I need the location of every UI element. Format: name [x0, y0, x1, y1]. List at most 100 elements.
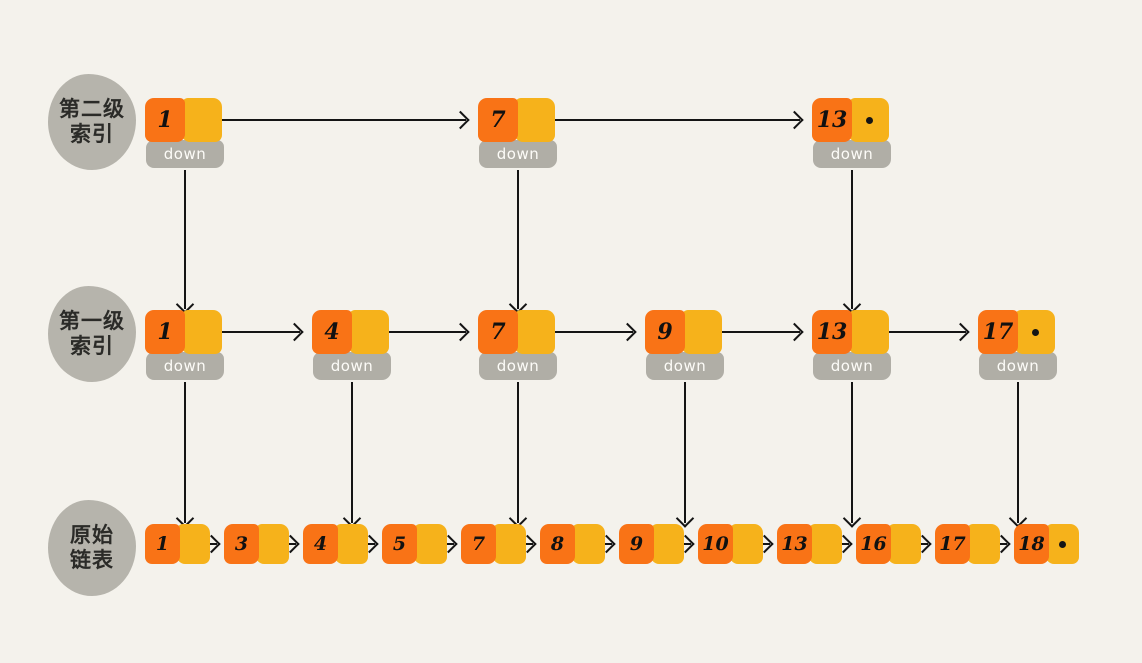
- row-label-line2: 链表: [70, 548, 114, 572]
- node-next-pointer: [682, 310, 722, 354]
- node-value: 1: [145, 524, 180, 564]
- down-link-arrow: [351, 382, 353, 523]
- node-value: 1: [145, 310, 185, 354]
- down-box[interactable]: down: [979, 352, 1057, 380]
- node-level-1-13[interactable]: 13: [812, 310, 889, 354]
- node-level-1-4[interactable]: 4: [312, 310, 389, 354]
- node-null-pointer: [1046, 524, 1079, 564]
- down-link-arrow: [517, 170, 519, 309]
- down-link-arrow: [1017, 382, 1019, 523]
- down-box[interactable]: down: [146, 352, 224, 380]
- node-value: 3: [224, 524, 259, 564]
- node-value: 9: [619, 524, 654, 564]
- node-level-base-17[interactable]: 17: [935, 524, 1000, 564]
- row-label-line2: 索引: [70, 334, 114, 358]
- row-label-line1: 第二级: [59, 97, 125, 122]
- node-value: 7: [478, 98, 518, 142]
- row-label-level-1: 第一级索引: [48, 286, 136, 382]
- node-next-pointer: [515, 98, 555, 142]
- down-box[interactable]: down: [646, 352, 724, 380]
- node-level-2-13[interactable]: 13: [812, 98, 889, 142]
- node-level-base-10[interactable]: 10: [698, 524, 763, 564]
- node-value: 5: [382, 524, 417, 564]
- row-label-line1: 第一级: [59, 309, 125, 334]
- next-pointer-arrow: [864, 331, 966, 333]
- next-pointer-arrow: [364, 331, 466, 333]
- node-level-2-7[interactable]: 7: [478, 98, 555, 142]
- down-link-arrow: [851, 170, 853, 309]
- node-level-base-18[interactable]: 18: [1014, 524, 1079, 564]
- next-pointer-arrow: [530, 331, 633, 333]
- node-value: 9: [645, 310, 685, 354]
- node-value: 4: [303, 524, 338, 564]
- node-level-base-4[interactable]: 4: [303, 524, 368, 564]
- node-next-pointer: [182, 310, 222, 354]
- node-value: 7: [478, 310, 518, 354]
- down-box[interactable]: down: [146, 140, 224, 168]
- node-value: 7: [461, 524, 496, 564]
- row-label-level-2: 第二级索引: [48, 74, 136, 170]
- next-pointer-arrow: [197, 331, 300, 333]
- down-link-arrow: [184, 382, 186, 523]
- node-level-base-9[interactable]: 9: [619, 524, 684, 564]
- node-next-pointer: [349, 310, 389, 354]
- node-next-pointer: [335, 524, 368, 564]
- node-level-base-5[interactable]: 5: [382, 524, 447, 564]
- down-box[interactable]: down: [479, 140, 557, 168]
- node-level-base-13[interactable]: 13: [777, 524, 842, 564]
- node-next-pointer: [182, 98, 222, 142]
- down-box[interactable]: down: [813, 140, 891, 168]
- node-next-pointer: [967, 524, 1000, 564]
- row-label-level-base: 原始链表: [48, 500, 136, 596]
- next-pointer-arrow: [530, 119, 800, 121]
- node-level-1-1[interactable]: 1: [145, 310, 222, 354]
- node-level-2-1[interactable]: 1: [145, 98, 222, 142]
- down-link-arrow: [851, 382, 853, 523]
- node-next-pointer: [849, 310, 889, 354]
- null-dot-icon: [1059, 540, 1066, 548]
- down-link-arrow: [684, 382, 686, 523]
- null-dot-icon: [1031, 328, 1039, 336]
- node-next-pointer: [515, 310, 555, 354]
- node-value: 10: [698, 524, 733, 564]
- node-level-base-7[interactable]: 7: [461, 524, 526, 564]
- node-next-pointer: [493, 524, 526, 564]
- node-next-pointer: [177, 524, 210, 564]
- down-box[interactable]: down: [313, 352, 391, 380]
- node-value: 13: [812, 98, 852, 142]
- node-next-pointer: [414, 524, 447, 564]
- node-value: 18: [1014, 524, 1049, 564]
- node-level-1-9[interactable]: 9: [645, 310, 722, 354]
- node-value: 13: [777, 524, 812, 564]
- row-label-line1: 原始: [70, 523, 114, 548]
- node-value: 17: [935, 524, 970, 564]
- node-value: 4: [312, 310, 352, 354]
- down-link-arrow: [184, 170, 186, 309]
- down-link-arrow: [517, 382, 519, 523]
- node-level-1-17[interactable]: 17: [978, 310, 1055, 354]
- next-pointer-arrow: [197, 119, 466, 121]
- down-box[interactable]: down: [813, 352, 891, 380]
- node-level-base-16[interactable]: 16: [856, 524, 921, 564]
- node-next-pointer: [572, 524, 605, 564]
- node-level-base-8[interactable]: 8: [540, 524, 605, 564]
- down-box[interactable]: down: [479, 352, 557, 380]
- node-value: 13: [812, 310, 852, 354]
- node-next-pointer: [730, 524, 763, 564]
- node-value: 8: [540, 524, 575, 564]
- node-level-base-3[interactable]: 3: [224, 524, 289, 564]
- node-value: 17: [978, 310, 1018, 354]
- node-level-1-7[interactable]: 7: [478, 310, 555, 354]
- node-next-pointer: [256, 524, 289, 564]
- node-null-pointer: [1015, 310, 1055, 354]
- node-value: 16: [856, 524, 891, 564]
- row-label-line2: 索引: [70, 122, 114, 146]
- node-null-pointer: [849, 98, 889, 142]
- node-level-base-1[interactable]: 1: [145, 524, 210, 564]
- node-next-pointer: [809, 524, 842, 564]
- null-dot-icon: [865, 116, 873, 124]
- node-value: 1: [145, 98, 185, 142]
- node-next-pointer: [888, 524, 921, 564]
- next-pointer-arrow: [697, 331, 800, 333]
